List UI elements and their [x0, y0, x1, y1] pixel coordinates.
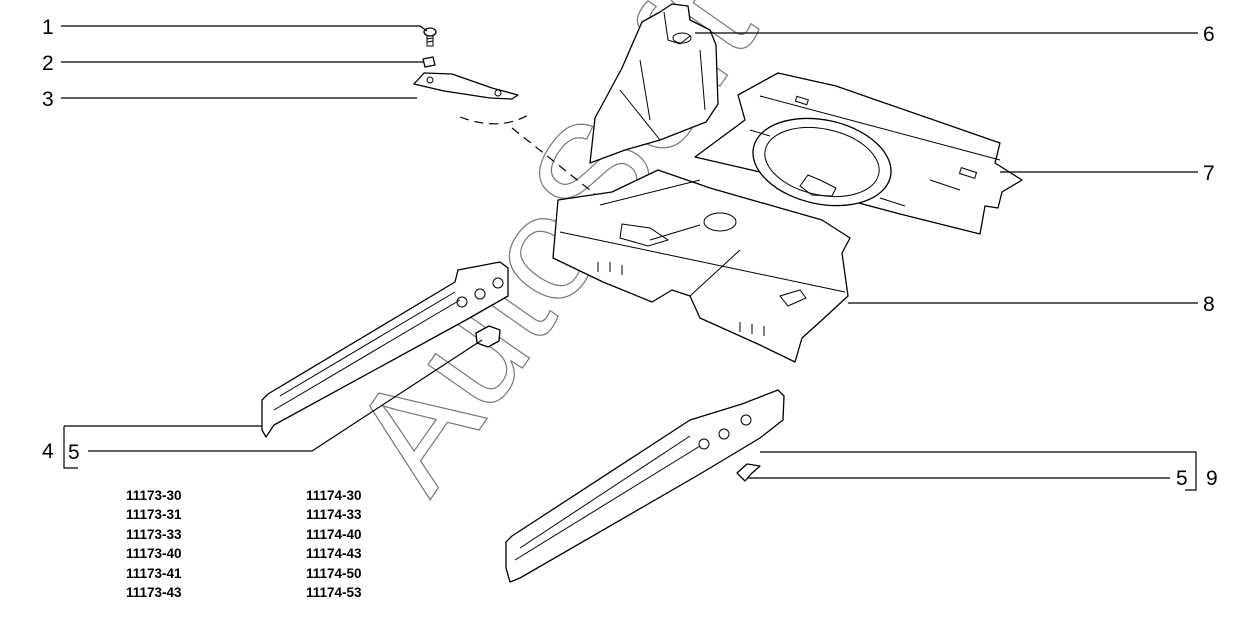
model-code: 11174-53: [306, 585, 362, 601]
model-codes-right: 11174-30 11174-33 11174-40 11174-43 1117…: [306, 486, 362, 602]
callout-2: 2: [42, 52, 54, 75]
callout-1: 1: [42, 16, 54, 39]
part-screw: [423, 27, 437, 47]
model-code: 11173-43: [126, 585, 182, 601]
part-bracket-plate: [413, 72, 519, 100]
callout-8: 8: [1203, 293, 1215, 316]
callout-5-left: 5: [68, 441, 80, 464]
model-code: 11173-31: [126, 507, 182, 523]
callout-9: 9: [1206, 467, 1218, 490]
leader-lines: [61, 25, 1198, 491]
part-front-floor-pan: [552, 169, 851, 363]
part-right-sill: [505, 389, 785, 583]
model-code: 11173-41: [126, 565, 182, 581]
model-codes-left: 11173-30 11173-31 11173-33 11173-40 1117…: [126, 486, 182, 602]
callout-4: 4: [42, 440, 54, 463]
part-left-sill: [261, 261, 509, 438]
model-code: 11173-30: [126, 488, 182, 503]
model-code: 11174-43: [306, 546, 362, 562]
part-wheel-arch-panel: [589, 3, 719, 164]
model-code: 11174-50: [306, 565, 362, 581]
model-code: 11173-33: [126, 526, 182, 542]
part-small-bracket-right: [736, 463, 761, 482]
model-code: 11173-40: [126, 546, 182, 562]
model-code: 11174-30: [306, 488, 362, 503]
callout-3: 3: [42, 88, 54, 111]
model-code: 11174-33: [306, 507, 362, 523]
part-rear-floor-panel: [694, 72, 1023, 235]
part-clip: [422, 56, 436, 68]
callout-6: 6: [1203, 23, 1215, 46]
callout-7: 7: [1203, 162, 1215, 185]
callout-5-right: 5: [1176, 467, 1188, 490]
model-code: 11174-40: [306, 526, 362, 542]
